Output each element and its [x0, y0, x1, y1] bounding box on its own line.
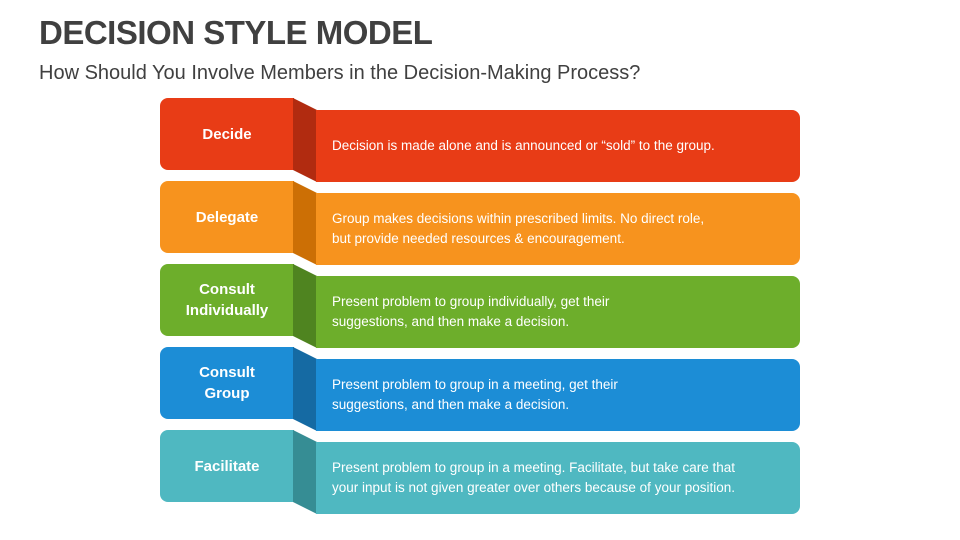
- style-description-box: Decision is made alone and is announced …: [316, 110, 800, 182]
- style-description-box: Present problem to group in a meeting. F…: [316, 442, 800, 514]
- style-description: Present problem to group individually, g…: [332, 294, 610, 329]
- fold-shape: [293, 264, 317, 348]
- style-label-box: Decide: [160, 98, 294, 170]
- style-description-box: Group makes decisions within prescribed …: [316, 193, 800, 265]
- style-label-box: Consult Group: [160, 347, 294, 419]
- style-label: Consult Individually: [185, 281, 269, 319]
- style-label: Facilitate: [194, 457, 260, 475]
- fold-shape: [293, 347, 317, 431]
- style-description-box: Present problem to group individually, g…: [316, 276, 800, 348]
- decision-style-row-facilitate: Facilitate Present problem to group in a…: [160, 430, 800, 514]
- page-title: DECISION STYLE MODEL: [39, 14, 433, 51]
- fold-shape: [293, 181, 317, 265]
- style-description: Present problem to group in a meeting. F…: [332, 460, 735, 495]
- fold-shape: [293, 98, 317, 182]
- style-label-box: Facilitate: [160, 430, 294, 502]
- style-description: Decision is made alone and is announced …: [332, 138, 715, 153]
- style-label: Consult Group: [199, 364, 255, 402]
- decision-style-row-consult-group: Consult Group Present problem to group i…: [160, 347, 800, 431]
- style-description-box: Present problem to group in a meeting, g…: [316, 359, 800, 431]
- style-description: Present problem to group in a meeting, g…: [332, 377, 618, 412]
- page-subtitle: How Should You Involve Members in the De…: [39, 62, 641, 84]
- style-label-box: Delegate: [160, 181, 294, 253]
- style-label: Decide: [202, 125, 252, 143]
- decision-style-row-consult-individually: Consult Individually Present problem to …: [160, 264, 800, 348]
- fold-shape: [293, 430, 317, 514]
- decision-style-row-decide: Decide Decision is made alone and is ann…: [160, 98, 800, 182]
- style-label: Delegate: [195, 208, 259, 226]
- style-description: Group makes decisions within prescribed …: [332, 211, 705, 246]
- decision-style-row-delegate: Delegate Group makes decisions within pr…: [160, 181, 800, 265]
- style-label-box: Consult Individually: [160, 264, 294, 336]
